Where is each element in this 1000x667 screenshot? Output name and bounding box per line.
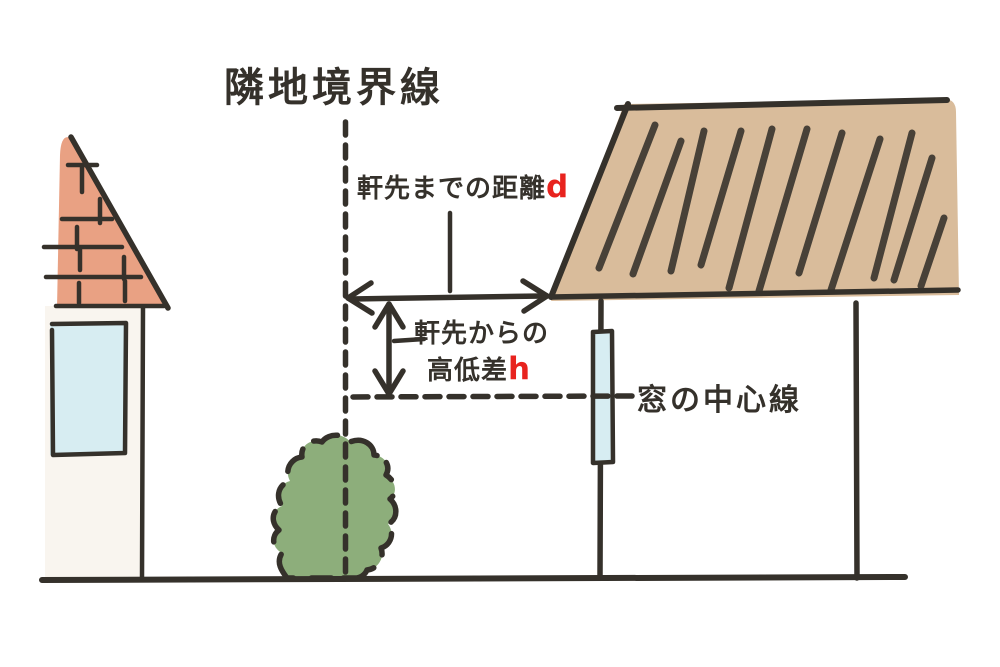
left-house-wall-edge	[139, 304, 146, 581]
eaves-distance-label: 軒先までの距離d	[357, 168, 569, 205]
eaves-height-label: 軒先からの 高低差h	[414, 317, 549, 389]
eaves-distance-text: 軒先までの距離	[357, 174, 547, 204]
eaves-height-line2: 高低差h	[427, 352, 549, 389]
left-house-roof	[57, 137, 168, 308]
left-house-window-frame	[49, 320, 129, 458]
bush	[270, 432, 399, 581]
leader-lines	[391, 210, 453, 344]
eaves-height-line1: 軒先からの	[414, 319, 550, 349]
left-house-window	[50, 322, 127, 455]
eaves-height-text: 高低差	[427, 356, 509, 386]
left-house-brick-pattern	[41, 162, 144, 306]
right-house-right-wall	[853, 300, 860, 581]
eaves-distance-symbol: d	[546, 169, 570, 205]
height-label-leader	[391, 336, 427, 344]
ground-line	[39, 574, 908, 583]
eaves-height-symbol: h	[508, 351, 532, 387]
bush-blob	[270, 432, 399, 581]
window-center-dashed-line	[342, 393, 635, 400]
right-house-window-frame	[590, 328, 616, 466]
window-center-label: 窓の中心線	[637, 383, 802, 418]
boundary-line-label: 隣地境界線	[224, 65, 444, 111]
right-house-roof-hatching	[595, 121, 948, 295]
left-house	[41, 134, 171, 581]
distance-arrow	[345, 278, 550, 316]
right-house	[548, 97, 961, 581]
right-house-roof-outline	[548, 97, 961, 300]
height-arrow	[372, 301, 406, 397]
